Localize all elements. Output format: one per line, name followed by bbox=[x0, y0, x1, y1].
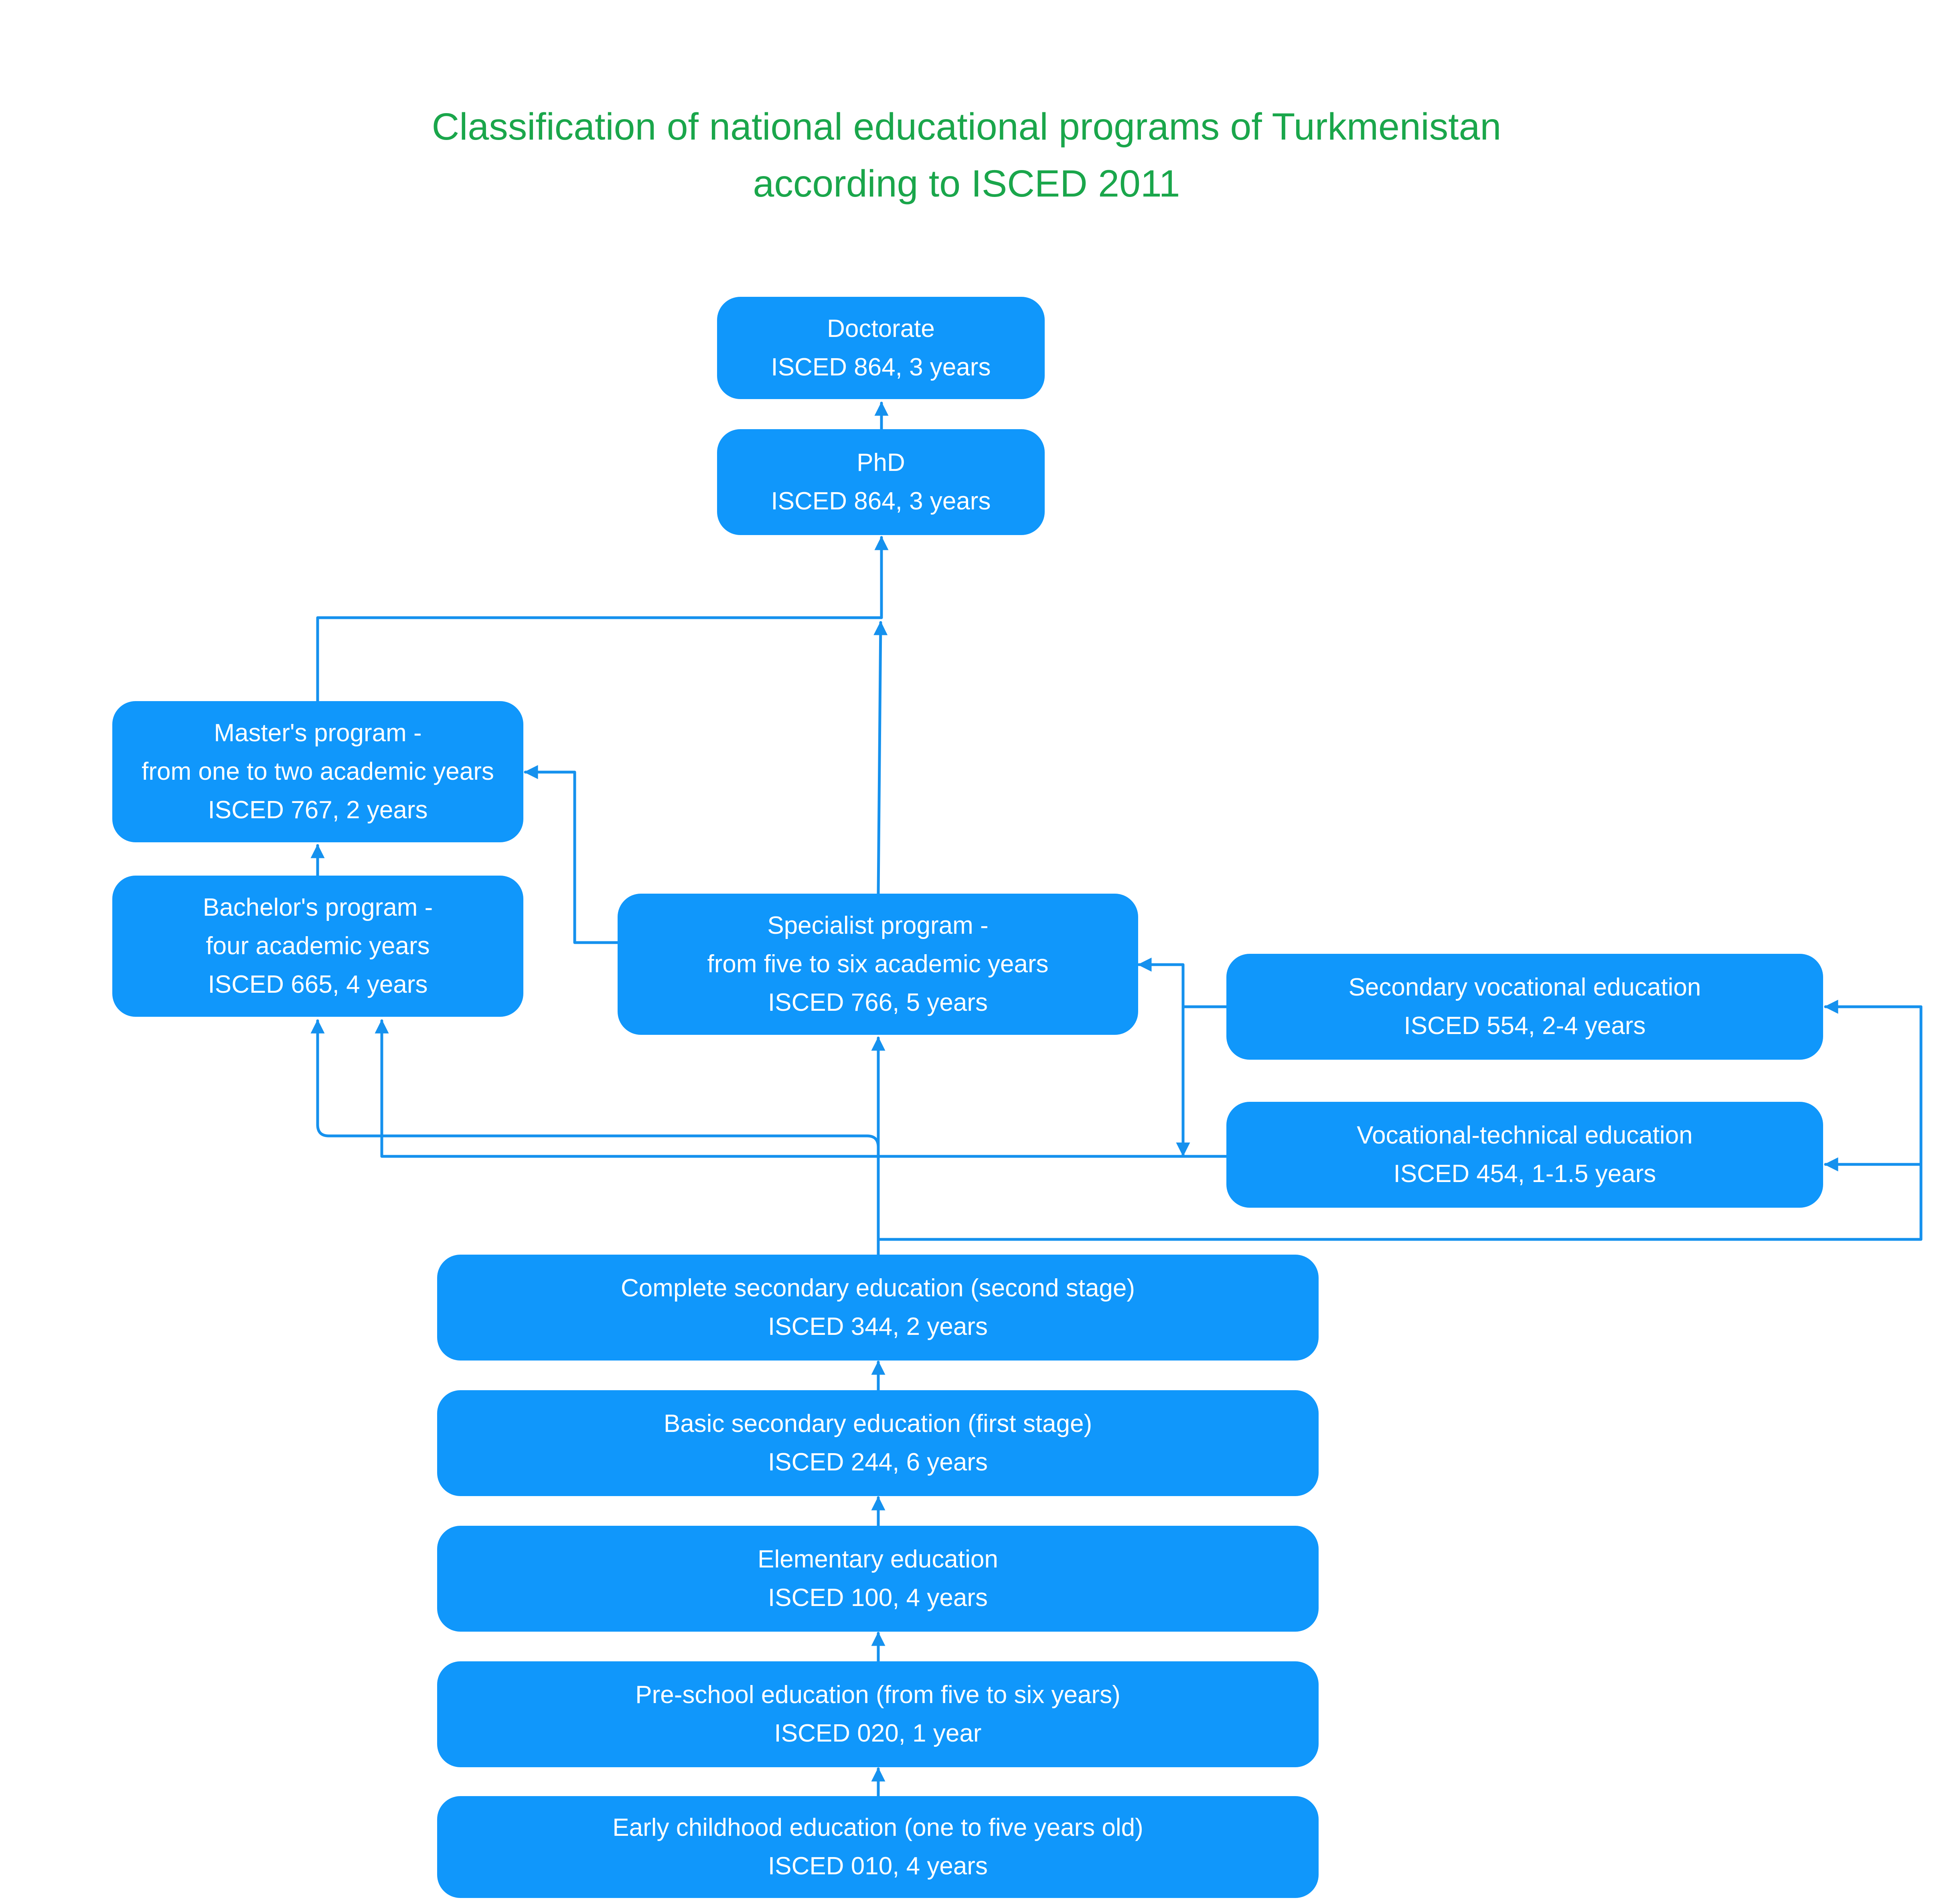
node-phd-name: PhD bbox=[857, 449, 905, 477]
node-bachelors-duration: four academic years bbox=[206, 932, 430, 960]
edge-secondary-vocational-to-specialist bbox=[1137, 957, 1228, 1008]
node-bachelors-isced: ISCED 665, 4 years bbox=[208, 971, 428, 998]
node-elementary-name: Elementary education bbox=[758, 1545, 998, 1573]
node-bachelors-name: Bachelor's program - bbox=[203, 894, 433, 921]
node-masters-isced: ISCED 767, 2 years bbox=[208, 796, 428, 824]
diagram-title-line-2: according to ISCED 2011 bbox=[753, 162, 1180, 205]
node-vocational-technical: Vocational-technical education ISCED 454… bbox=[1226, 1102, 1823, 1208]
diagram-title-line-1: Classification of national educational p… bbox=[432, 105, 1501, 148]
node-secondary-vocational: Secondary vocational education ISCED 554… bbox=[1226, 954, 1823, 1060]
node-complete-secondary: Complete secondary education (second sta… bbox=[437, 1255, 1319, 1361]
node-vocational-technical-isced: ISCED 454, 1-1.5 years bbox=[1393, 1160, 1656, 1188]
node-preschool-name: Pre-school education (from five to six y… bbox=[635, 1681, 1120, 1709]
node-doctorate-isced: ISCED 864, 3 years bbox=[771, 353, 991, 381]
edge-specialist-to-phd bbox=[873, 621, 888, 895]
node-phd: PhD ISCED 864, 3 years bbox=[717, 429, 1045, 535]
node-specialist: Specialist program - from five to six ac… bbox=[618, 894, 1138, 1035]
node-complete-secondary-isced: ISCED 344, 2 years bbox=[768, 1313, 988, 1340]
node-early-childhood-name: Early childhood education (one to five y… bbox=[612, 1814, 1143, 1841]
edge-complete-secondary-to-bachelors bbox=[310, 1019, 880, 1149]
node-vocational-technical-name: Vocational-technical education bbox=[1357, 1121, 1693, 1149]
edge-masters-to-phd bbox=[316, 536, 889, 703]
node-secondary-vocational-isced: ISCED 554, 2-4 years bbox=[1404, 1012, 1646, 1040]
node-masters-name: Master's program - bbox=[214, 719, 422, 747]
node-early-childhood-isced: ISCED 010, 4 years bbox=[768, 1852, 988, 1880]
node-specialist-isced: ISCED 766, 5 years bbox=[768, 989, 988, 1016]
node-early-childhood: Early childhood education (one to five y… bbox=[437, 1796, 1319, 1898]
edge-specialist-to-masters bbox=[524, 765, 619, 944]
node-basic-secondary-name: Basic secondary education (first stage) bbox=[663, 1410, 1092, 1438]
edge-complete-secondary-to-vocational-branch bbox=[877, 1005, 1923, 1241]
node-masters: Master's program - from one to two acade… bbox=[112, 701, 523, 842]
node-preschool: Pre-school education (from five to six y… bbox=[437, 1661, 1319, 1767]
node-specialist-duration: from five to six academic years bbox=[707, 950, 1049, 978]
node-doctorate-name: Doctorate bbox=[827, 314, 935, 343]
node-complete-secondary-name: Complete secondary education (second sta… bbox=[620, 1274, 1135, 1302]
node-masters-duration: from one to two academic years bbox=[142, 758, 494, 785]
node-doctorate: Doctorate ISCED 864, 3 years bbox=[717, 297, 1045, 399]
node-phd-isced: ISCED 864, 3 years bbox=[771, 487, 991, 515]
node-preschool-isced: ISCED 020, 1 year bbox=[774, 1719, 982, 1747]
node-elementary-isced: ISCED 100, 4 years bbox=[768, 1584, 988, 1612]
node-specialist-name: Specialist program - bbox=[767, 912, 989, 939]
edge-vocational-technical-to-bachelors bbox=[375, 1019, 1228, 1158]
node-basic-secondary: Basic secondary education (first stage) … bbox=[437, 1390, 1319, 1496]
node-basic-secondary-isced: ISCED 244, 6 years bbox=[768, 1448, 988, 1476]
node-elementary: Elementary education ISCED 100, 4 years bbox=[437, 1526, 1319, 1632]
node-secondary-vocational-name: Secondary vocational education bbox=[1348, 973, 1701, 1001]
node-bachelors: Bachelor's program - four academic years… bbox=[112, 876, 523, 1017]
